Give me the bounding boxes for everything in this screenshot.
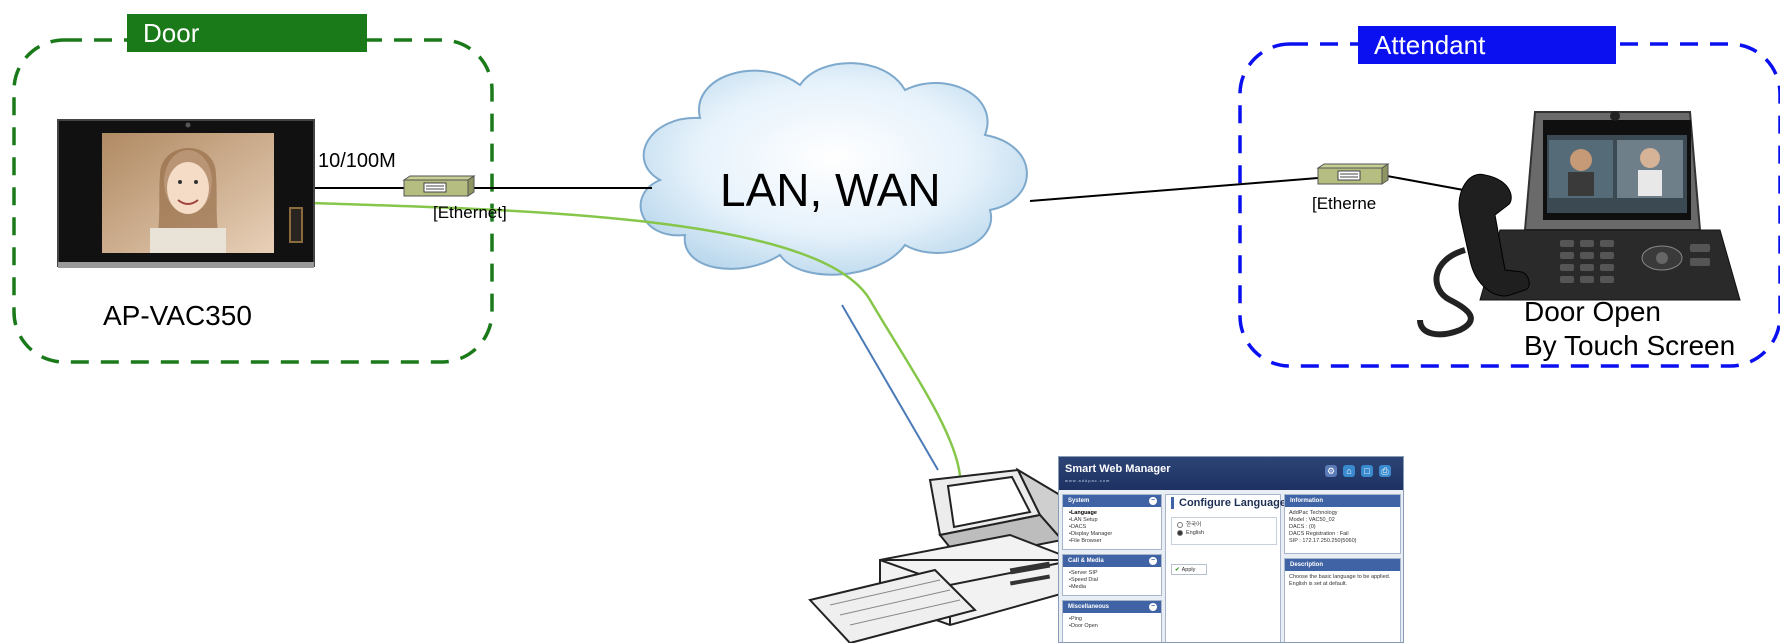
misc-panel-header: Miscellaneous−	[1063, 601, 1161, 613]
menu-item-language[interactable]: Language	[1069, 510, 1161, 517]
door-open-caption-line1: Door Open	[1524, 296, 1661, 327]
menu-item-file-browser[interactable]: File Browser	[1069, 538, 1161, 545]
menu-item-door-open[interactable]: Door Open	[1069, 623, 1161, 630]
pc-computer-icon	[808, 467, 1076, 643]
door-open-caption-line2: By Touch Screen	[1524, 330, 1736, 361]
information-panel-header: Information	[1285, 495, 1400, 507]
green-link	[311, 201, 962, 477]
link-speed-label: 10/100M	[318, 150, 396, 172]
menu-item-speed-dial[interactable]: Speed Dial	[1069, 577, 1161, 584]
smart-web-manager-window: Smart Web Manager www.addpac.com ⚙ ⌂ □ ⎙…	[1058, 456, 1404, 643]
menu-item-server-sip[interactable]: Server SIP	[1069, 570, 1161, 577]
check-icon: ✔	[1175, 567, 1180, 573]
description-panel-header: Description	[1285, 559, 1400, 571]
system-panel: System− Language LAN Setup DACS Display …	[1062, 494, 1162, 550]
cloud-to-attendant-switch-line	[1029, 177, 1319, 202]
attendant-ethernet-label: [Etherne	[1312, 194, 1377, 213]
print-icon[interactable]: ⎙	[1379, 465, 1391, 477]
menu-item-ping[interactable]: Ping	[1069, 616, 1161, 623]
save-icon[interactable]: □	[1361, 465, 1373, 477]
door-ethernet-label: [Ethernet]	[433, 203, 507, 222]
blue-link	[841, 304, 939, 471]
cloud-label: LAN, WAN	[720, 164, 941, 216]
language-radio-group: 한국어 English	[1171, 517, 1277, 545]
system-panel-header: System−	[1063, 495, 1161, 507]
menu-item-dacs[interactable]: DACS	[1069, 524, 1161, 531]
home-icon[interactable]: ⌂	[1343, 465, 1355, 477]
device-name-label: AP-VAC350	[103, 300, 252, 331]
attendant-video-phone	[1417, 111, 1741, 338]
door-ethernet-switch-icon	[402, 175, 476, 197]
misc-panel: Miscellaneous− Ping Door Open	[1062, 600, 1162, 642]
gear-icon[interactable]: ⚙	[1325, 465, 1337, 477]
collapse-icon[interactable]: −	[1149, 603, 1157, 611]
collapse-icon[interactable]: −	[1149, 557, 1157, 565]
information-text: AddPac Technology Model : VAC50_02 DACS …	[1289, 510, 1357, 544]
apply-button[interactable]: ✔Apply	[1171, 564, 1207, 575]
call-media-panel-header: Call & Media−	[1063, 555, 1161, 567]
swm-title: Smart Web Manager	[1065, 463, 1171, 475]
collapse-icon[interactable]: −	[1149, 497, 1157, 505]
language-option-english[interactable]: English	[1172, 529, 1276, 537]
menu-item-display-manager[interactable]: Display Manager	[1069, 531, 1161, 538]
menu-item-media[interactable]: Media	[1069, 584, 1161, 591]
call-media-panel: Call & Media− Server SIP Speed Dial Medi…	[1062, 554, 1162, 596]
description-text: Choose the basic language to be applied.…	[1289, 574, 1391, 587]
swm-subtitle: www.addpac.com	[1065, 478, 1111, 483]
door-intercom-device	[57, 119, 315, 268]
door-zone-tag: Door	[127, 14, 367, 52]
information-panel: Information AddPac Technology Model : VA…	[1284, 494, 1401, 554]
radio-off-icon[interactable]	[1177, 521, 1183, 528]
configure-language-title: Configure Language	[1171, 497, 1286, 509]
attendant-zone-tag: Attendant	[1358, 26, 1616, 64]
description-panel: Description Choose the basic language to…	[1284, 558, 1401, 642]
radio-on-icon[interactable]	[1177, 529, 1183, 536]
language-option-korean[interactable]: 한국어	[1172, 521, 1276, 529]
attendant-ethernet-switch-icon	[1316, 163, 1390, 185]
cloud-lan-wan	[639, 62, 1028, 276]
swm-header: Smart Web Manager www.addpac.com ⚙ ⌂ □ ⎙	[1059, 457, 1403, 490]
menu-item-lan-setup[interactable]: LAN Setup	[1069, 517, 1161, 524]
